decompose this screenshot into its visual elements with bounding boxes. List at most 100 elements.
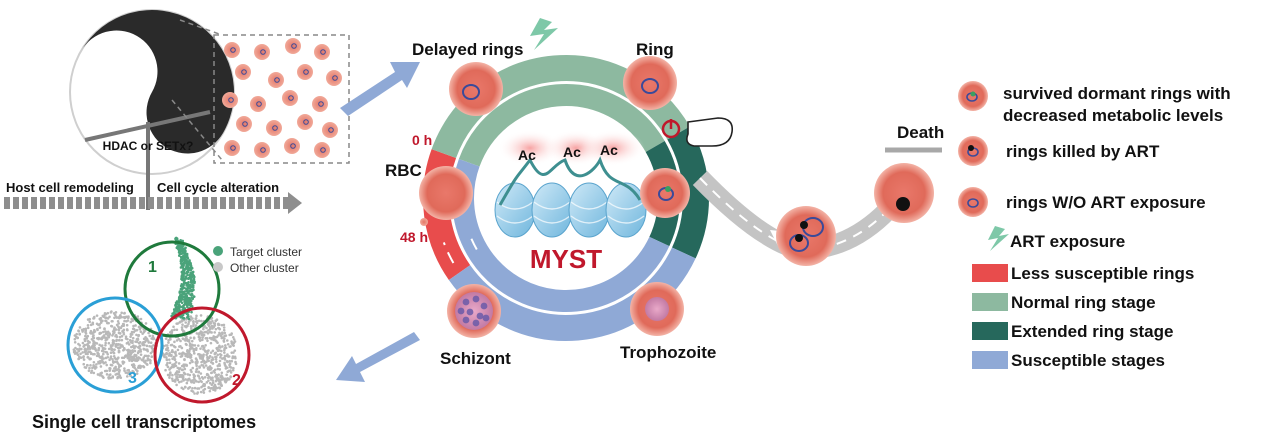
zoom-cells	[222, 38, 342, 158]
zoom-rbc-cell	[235, 64, 251, 80]
power-button-icon	[661, 119, 681, 139]
cell-trophozoite	[630, 282, 684, 336]
timeline-dash	[31, 197, 37, 209]
zoom-rbc-cell	[268, 72, 284, 88]
timeline-dash	[40, 197, 46, 209]
cluster-circle-1	[123, 240, 221, 338]
timeline-arrowhead	[288, 192, 302, 214]
legend-target-label: Target cluster	[230, 245, 302, 259]
zoom-rbc-cell	[285, 38, 301, 54]
inner-band-normal	[458, 84, 665, 167]
cell-delayed-rings	[449, 62, 503, 116]
single-cell-panel: 1 2 3 Target cluster Other cluster Singl…	[32, 236, 302, 432]
timeline-dash	[85, 197, 91, 209]
arrow-to-single-cell	[336, 332, 420, 382]
timeline-left-label: Host cell remodeling	[6, 180, 134, 195]
legend-target-dot	[213, 246, 223, 256]
stage-label-schizont: Schizont	[440, 349, 511, 368]
timeline: Host cell remodeling Cell cycle alterati…	[4, 180, 302, 214]
timeline-dash	[67, 197, 73, 209]
merozoite	[480, 302, 488, 310]
zoom-rectangle	[213, 34, 350, 164]
time-0h: 0 h	[412, 132, 432, 148]
timeline-dash	[103, 197, 109, 209]
band-extended-ring	[667, 126, 709, 259]
cell-schizont	[447, 284, 501, 338]
legend-icon-no-art	[958, 187, 988, 217]
legend-lightning-icon	[988, 226, 1009, 251]
timeline-dash	[265, 197, 271, 209]
cell-rbc	[419, 166, 473, 220]
nucleosome	[494, 182, 536, 238]
zoom-rbc-cell	[322, 122, 338, 138]
small-rbc-dot	[420, 218, 428, 226]
nucleosome	[605, 182, 647, 238]
cluster-label-2: 2	[232, 372, 241, 389]
legend-swatch	[972, 322, 1008, 340]
timeline-dash	[157, 197, 163, 209]
legend-item-dormant-line1: survived dormant rings with	[1003, 84, 1231, 103]
zoom-rbc-cell	[284, 138, 300, 154]
zoom-rbc-cell	[314, 44, 330, 60]
cluster-label-1: 1	[148, 259, 157, 276]
cluster-circle-3	[66, 296, 164, 394]
zoom-rbc-cell	[297, 64, 313, 80]
legend-bar-label: Less susceptible rings	[1011, 264, 1194, 283]
ac-label-3: Ac	[600, 142, 618, 158]
stage-label-rbc: RBC	[385, 161, 422, 180]
timeline-dash	[112, 197, 118, 209]
merozoite	[482, 314, 490, 322]
yin-yang-light-dot	[99, 63, 117, 81]
legend-item-art-exposure: ART exposure	[1010, 232, 1125, 251]
timeline-dash	[238, 197, 244, 209]
timeline-dash	[175, 197, 181, 209]
legend-other-label: Other cluster	[230, 261, 299, 275]
timeline-dash	[58, 197, 64, 209]
timeline-dash	[22, 197, 28, 209]
timeline-dash	[94, 197, 100, 209]
timeline-dash	[202, 197, 208, 209]
legend-swatch	[972, 264, 1008, 282]
timeline-dash	[184, 197, 190, 209]
legend-icon-dormant	[958, 81, 988, 111]
cluster-label-3: 3	[128, 370, 137, 387]
zoom-rbc-cell	[266, 120, 282, 136]
timeline-dash	[193, 197, 199, 209]
merozoite	[466, 308, 474, 316]
merozoite	[472, 319, 480, 327]
legend-bar-label: Normal ring stage	[1011, 293, 1156, 312]
cycle-dashed-path-inner	[468, 232, 478, 250]
stage-label-ring: Ring	[636, 40, 674, 59]
cell-killed-rings	[776, 206, 836, 266]
zoom-rbc-cell	[326, 70, 342, 86]
legend-bar-label: Extended ring stage	[1011, 322, 1173, 341]
yin-yang-panel: HDAC or SETx?	[69, 9, 235, 210]
merozoite	[457, 307, 465, 315]
timeline-dash	[166, 197, 172, 209]
timeline-dash	[256, 197, 262, 209]
timeline-dash	[283, 197, 289, 209]
stage-label-trophozoite: Trophozoite	[620, 343, 716, 362]
timeline-dash	[148, 197, 154, 209]
cycle-dashed-path	[442, 242, 455, 264]
zoom-rbc-cell	[236, 116, 252, 132]
timeline-dash	[13, 197, 19, 209]
timeline-dash	[139, 197, 145, 209]
merozoite	[462, 316, 470, 324]
legend-item-no-art: rings W/O ART exposure	[1006, 193, 1206, 212]
timeline-dash	[229, 197, 235, 209]
legend-swatch	[972, 351, 1008, 369]
timeline-dash	[220, 197, 226, 209]
myst-label: MYST	[530, 244, 602, 274]
zoom-rbc-cell	[314, 142, 330, 158]
zoom-box	[171, 19, 350, 164]
lightning-icon-top	[530, 18, 558, 50]
zoom-rbc-cell	[224, 42, 240, 58]
ac-label-2: Ac	[563, 144, 581, 160]
legend-icon-killed	[958, 136, 988, 166]
stage-label-death: Death	[897, 123, 944, 142]
timeline-dash	[247, 197, 253, 209]
legend-item-dormant-line2: decreased metabolic levels	[1003, 106, 1223, 125]
zoom-rbc-cell	[224, 140, 240, 156]
